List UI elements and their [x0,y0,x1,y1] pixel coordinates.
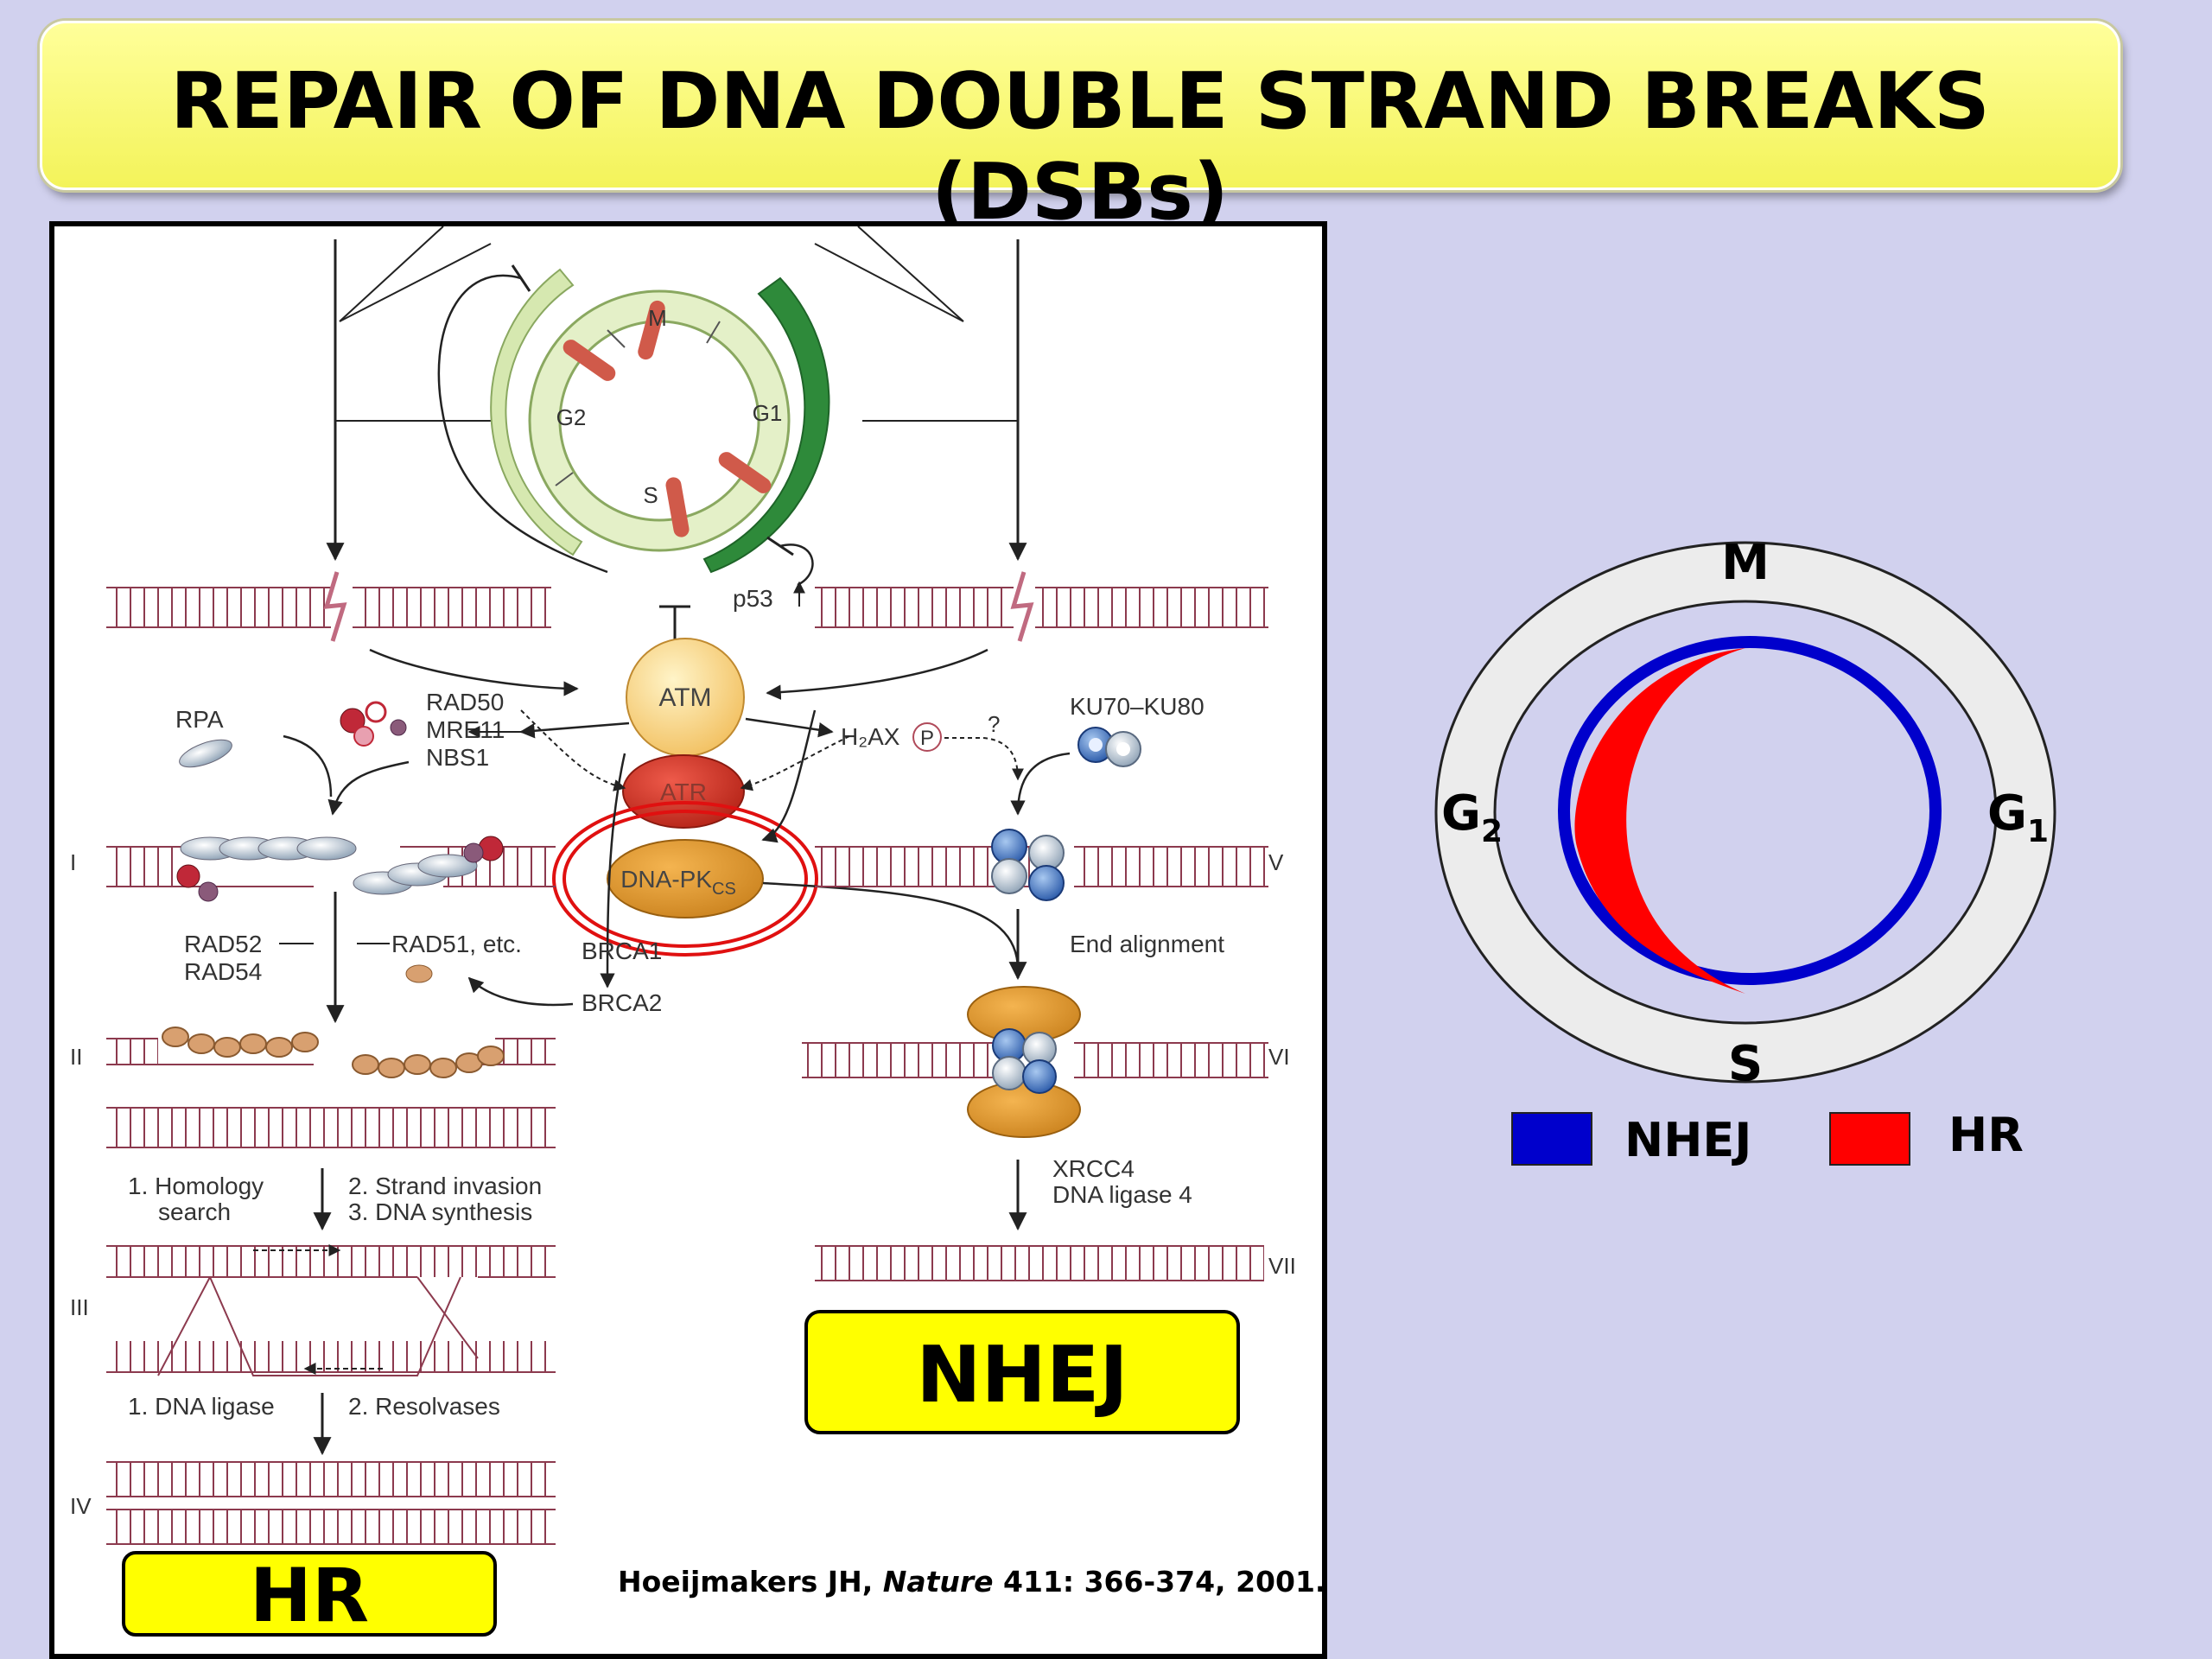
dna-pk-synapse [967,986,1081,1138]
mre11-label: MRE11 [426,716,505,743]
nbs1-label: NBS1 [426,744,489,771]
brca2-label: BRCA2 [582,989,662,1016]
stage-ii: II [70,1044,82,1070]
stage-vi: VI [1268,1044,1290,1070]
nhej-phase-ring [1558,636,1942,985]
slide-title: REPAIR OF DNA DOUBLE STRAND BREAKS (DSBs… [170,56,1990,238]
wheel-phase-g1: G1 [753,400,783,426]
rad50-label: RAD50 [426,689,504,715]
pathway-diagram: M G1 S G2 p53 ATM ATR DNA-PKCS H₂AX [70,226,1322,1639]
nhej-badge: NHEJ [804,1310,1240,1434]
xrcc4-label: XRCC4 [1052,1155,1135,1182]
legend-swatch-nhej [1511,1112,1592,1166]
step-dna-ligase: 1. DNA ligase [128,1393,275,1420]
question-mark: ? [988,711,1000,737]
p53-label: p53 [733,585,773,612]
title-banner: REPAIR OF DNA DOUBLE STRAND BREAKS (DSBs… [40,21,2120,238]
rad54-label: RAD54 [184,958,262,985]
step-resolvases: 2. Resolvases [348,1393,500,1420]
legend-label-hr: HR [1948,1108,2024,1162]
h2ax-label: H₂AX [841,723,900,750]
step-dna-synthesis: 3. DNA synthesis [348,1198,532,1225]
ku-on-dna [991,829,1065,901]
end-alignment-label: End alignment [1070,931,1224,957]
wheel-phase-g2: G2 [556,404,587,430]
svg-text:HR: HR [250,1553,369,1639]
step-strand-invasion: 2. Strand invasion [348,1173,542,1199]
rad51-label: RAD51, etc. [391,931,522,957]
brca1-label: BRCA1 [582,938,662,964]
phase-m: M [1721,536,1770,591]
phase-g2: G2 [1441,785,1503,849]
phase-g1: G1 [1987,785,2049,849]
rpa-label: RPA [175,706,224,733]
svg-text:ATR: ATR [660,779,707,805]
hr-badge: HR [122,1551,497,1639]
legend-swatch-hr [1829,1112,1910,1166]
svg-text:NHEJ: NHEJ [916,1330,1128,1421]
legend: NHEJ HR [1511,1108,2024,1167]
step-search: search [158,1198,231,1225]
citation: Hoeijmakers JH, Nature 411: 366-374, 200… [618,1565,1322,1599]
dna-ligase4-label: DNA ligase 4 [1052,1181,1192,1208]
svg-text:DNA-PKCS: DNA-PKCS [620,866,736,899]
dsb-repair-figure: M G1 S G2 p53 ATM ATR DNA-PKCS H₂AX [49,221,1327,1659]
stage-v: V [1268,849,1284,875]
wheel-phase-m: M [648,305,667,331]
cell-cycle-wheel: M G1 S G2 [490,268,830,574]
phospho-label: P [920,727,934,750]
wheel-phase-s: S [643,482,658,508]
ku-label: KU70–KU80 [1070,693,1205,720]
stage-vii: VII [1268,1253,1296,1279]
phase-s: S [1728,1036,1763,1092]
cell-cycle-repair-diagram: M S G2 G1 NHEJ HR [1434,536,2056,1167]
atr-protein: ATR [622,754,745,829]
ku-heterodimer [1077,727,1141,767]
hr-phase-crescent [1574,648,1745,994]
step-homology: 1. Homology [128,1173,264,1199]
stage-i: I [70,849,76,875]
dna-pkcs-protein: DNA-PKCS [607,839,764,918]
rad52-label: RAD52 [184,931,262,957]
svg-text:ATM: ATM [658,683,711,712]
rpa-filament [176,836,504,902]
stage-iii: III [70,1294,89,1320]
atm-protein: ATM [626,638,745,757]
stage-iv: IV [70,1493,92,1519]
legend-label-nhej: NHEJ [1624,1113,1751,1167]
mrn-complex [340,701,407,747]
rad51-filament [162,1027,505,1078]
